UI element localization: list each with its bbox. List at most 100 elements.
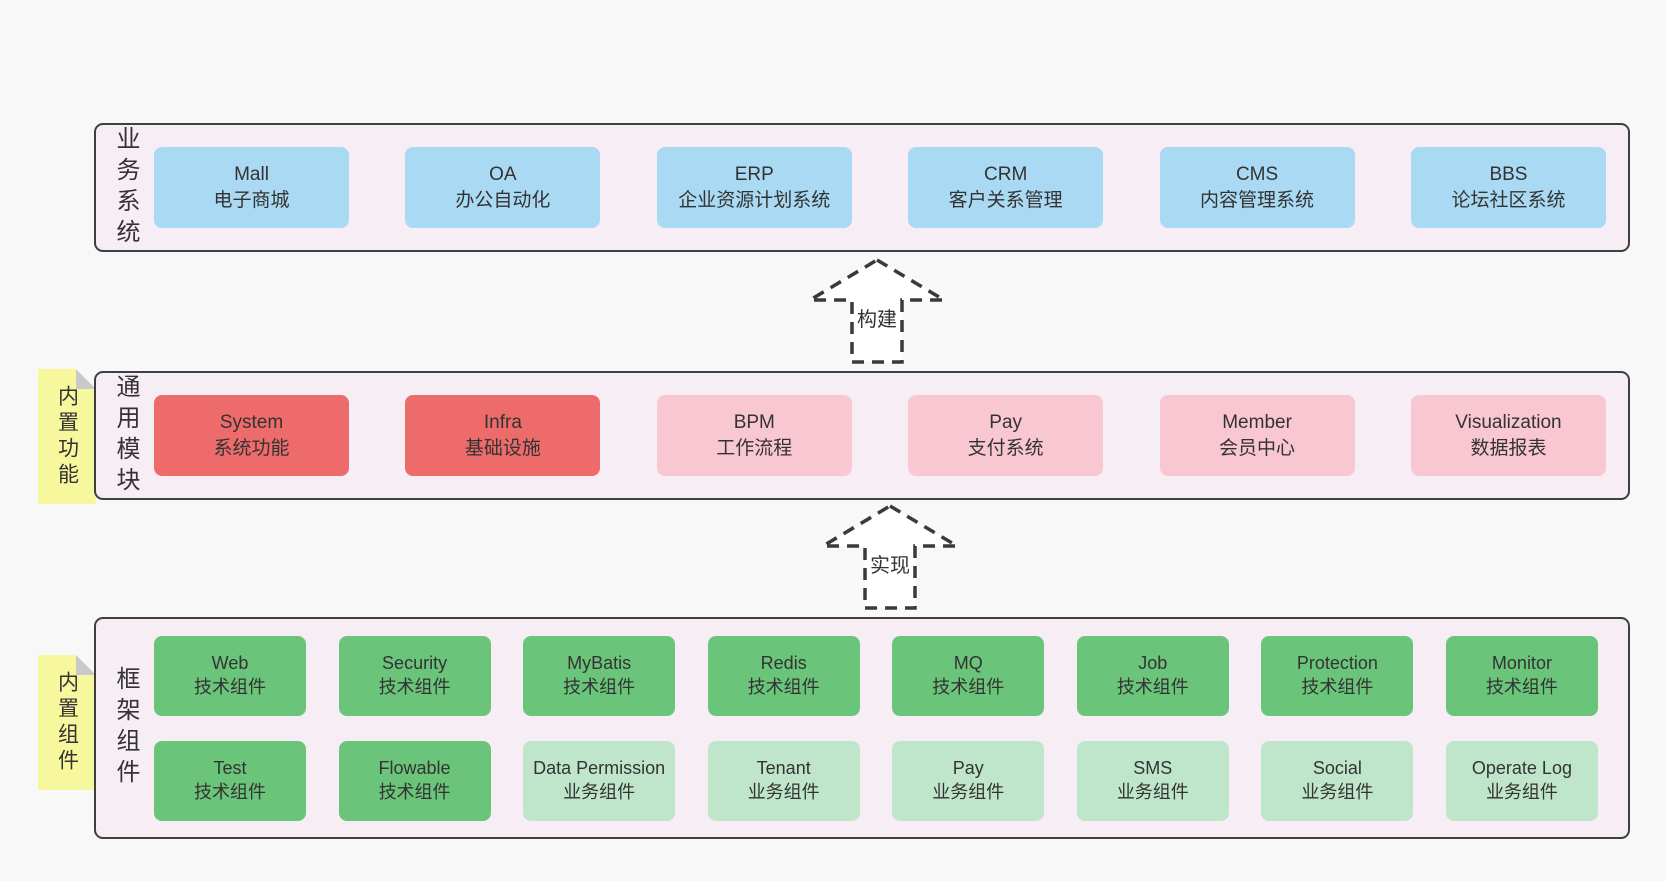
box-subtitle: 办公自动化 bbox=[455, 189, 551, 211]
box-subtitle: 论坛社区系统 bbox=[1451, 189, 1566, 211]
module-box-oa: OA 办公自动化 bbox=[405, 147, 601, 228]
box-subtitle: 内容管理系统 bbox=[1200, 189, 1315, 211]
box-subtitle: 数据报表 bbox=[1470, 437, 1547, 459]
box-row: Mall 电子商城 OA 办公自动化 ERP 企业资源计划系统 CRM 客户关系管理 CMS 内容… bbox=[154, 125, 1628, 250]
band-common-modules: 通用模块 System 系统功能 Infra 基础设施 BPM 工作流程 Pay 支付系统 Me… bbox=[94, 371, 1630, 500]
box-subtitle: 企业资源计划系统 bbox=[678, 189, 831, 211]
box-title: MyBatis bbox=[567, 653, 632, 674]
box-subtitle: 技术组件 bbox=[194, 781, 266, 802]
module-box-infra: Infra 基础设施 bbox=[405, 395, 601, 476]
sticky-note-built-in-features: 内置功能 bbox=[38, 369, 96, 504]
module-box-cms: CMS 内容管理系统 bbox=[1159, 147, 1355, 228]
box-subtitle: 工作流程 bbox=[716, 437, 793, 459]
box-subtitle: 业务组件 bbox=[932, 781, 1005, 802]
module-box-crm: CRM 客户关系管理 bbox=[908, 147, 1104, 228]
box-subtitle: 客户关系管理 bbox=[948, 189, 1063, 211]
box-title: Flowable bbox=[378, 758, 451, 779]
box-title: BPM bbox=[733, 411, 775, 433]
box-subtitle: 技术组件 bbox=[1485, 676, 1558, 697]
box-title: SMS bbox=[1133, 758, 1173, 779]
box-title: ERP bbox=[734, 163, 774, 185]
arrow-label: 实现 bbox=[867, 549, 913, 578]
band-label-text: 通用模块 bbox=[112, 373, 139, 498]
box-title: Operate Log bbox=[1471, 758, 1572, 779]
box-subtitle: 系统功能 bbox=[213, 437, 290, 459]
band-label-text: 框架组件 bbox=[112, 666, 139, 790]
folded-corner-icon bbox=[76, 369, 96, 389]
box-title: Security bbox=[382, 653, 448, 674]
box-subtitle: 技术组件 bbox=[378, 676, 451, 697]
module-box-visualization: Visualization 数据报表 bbox=[1410, 395, 1606, 476]
band-label: 业务系统 bbox=[96, 125, 154, 250]
box-title: CRM bbox=[984, 163, 1028, 185]
box-title: CMS bbox=[1235, 163, 1279, 185]
box-title: Redis bbox=[760, 653, 807, 674]
box-title: Test bbox=[213, 758, 247, 779]
box-title: Infra bbox=[483, 411, 522, 433]
box-subtitle: 电子商城 bbox=[213, 189, 290, 211]
module-box-mall: Mall 电子商城 bbox=[154, 147, 349, 228]
box-title: Social bbox=[1312, 758, 1362, 779]
folded-corner-icon bbox=[76, 655, 96, 675]
box-subtitle: 技术组件 bbox=[1301, 676, 1374, 697]
box-subtitle: 技术组件 bbox=[563, 676, 636, 697]
module-box-pay: Pay 支付系统 bbox=[908, 395, 1104, 476]
box-title: System bbox=[219, 411, 284, 433]
box-subtitle: 业务组件 bbox=[1116, 781, 1189, 802]
arrow-label: 构建 bbox=[854, 303, 900, 332]
box-title: MQ bbox=[953, 653, 983, 674]
sticky-label: 内置功能 bbox=[55, 384, 79, 489]
box-subtitle: 业务组件 bbox=[747, 781, 820, 802]
band-label-text: 业务系统 bbox=[112, 125, 139, 250]
band-business-systems: 业务系统 Mall 电子商城 OA 办公自动化 ERP 企业资源计划系统 CRM 客户关系管理… bbox=[94, 123, 1630, 252]
box-subtitle: 基础设施 bbox=[464, 437, 541, 459]
box-subtitle: 支付系统 bbox=[967, 437, 1044, 459]
box-title: Protection bbox=[1296, 653, 1378, 674]
box-subtitle: 业务组件 bbox=[1301, 781, 1374, 802]
sticky-note-built-in-components: 内置组件 bbox=[38, 655, 96, 790]
box-title: OA bbox=[489, 163, 517, 185]
band-label: 通用模块 bbox=[96, 373, 154, 498]
box-title: Mall bbox=[234, 163, 269, 185]
module-box-erp: ERP 企业资源计划系统 bbox=[656, 147, 852, 228]
box-title: Job bbox=[1138, 653, 1168, 674]
band-label: 框架组件 bbox=[96, 619, 154, 837]
box-subtitle: 会员中心 bbox=[1219, 437, 1296, 459]
sticky-label: 内置组件 bbox=[55, 670, 79, 775]
box-subtitle: 技术组件 bbox=[378, 781, 451, 802]
box-subtitle: 技术组件 bbox=[1116, 676, 1189, 697]
box-subtitle: 技术组件 bbox=[932, 676, 1005, 697]
box-subtitle: 业务组件 bbox=[563, 781, 636, 802]
dashed-up-arrow-build: 构建 bbox=[807, 257, 947, 365]
box-title: Data Permission bbox=[533, 758, 666, 779]
box-subtitle: 技术组件 bbox=[747, 676, 820, 697]
module-box-system: System 系统功能 bbox=[154, 395, 349, 476]
box-title: Monitor bbox=[1491, 653, 1552, 674]
box-title: Web bbox=[211, 653, 249, 674]
box-title: Pay bbox=[952, 758, 984, 779]
box-title: Pay bbox=[989, 411, 1023, 433]
box-title: Visualization bbox=[1455, 411, 1562, 433]
box-subtitle: 技术组件 bbox=[194, 676, 266, 697]
